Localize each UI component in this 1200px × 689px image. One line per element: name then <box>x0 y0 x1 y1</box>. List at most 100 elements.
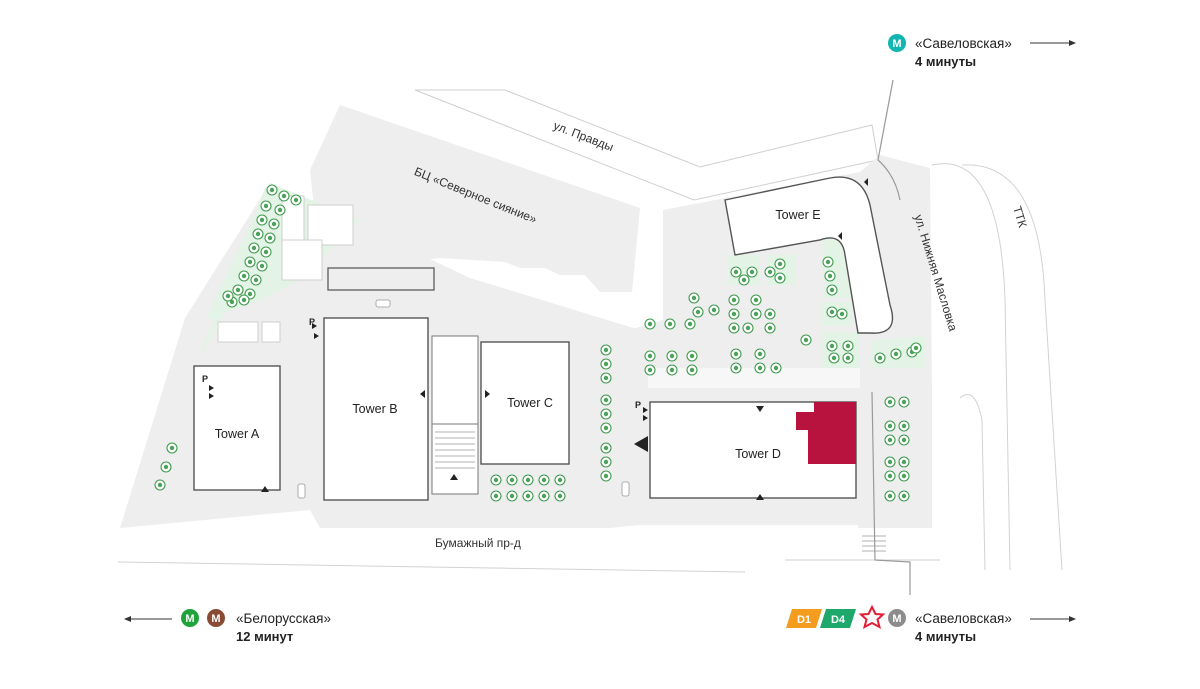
metro-station-name: «Савеловская» <box>915 611 1012 626</box>
tree-icon <box>884 470 896 482</box>
tree-icon <box>600 422 612 434</box>
tree-icon <box>884 456 896 468</box>
tree-icon <box>738 274 750 286</box>
parking-label: P <box>202 374 208 384</box>
metro-bottom-right: D1 D4 M «Савеловская» 4 минуты <box>786 604 1076 644</box>
tree-icon <box>600 372 612 384</box>
d4-badge <box>820 609 856 628</box>
building-mid-stairs <box>431 423 479 495</box>
tree-icon <box>842 340 854 352</box>
tree-icon <box>750 308 762 320</box>
car-markers <box>297 299 630 499</box>
tree-icon <box>742 322 754 334</box>
tree-icon <box>538 490 550 502</box>
tree-icon <box>824 270 836 282</box>
parking-lot-4 <box>217 321 259 343</box>
entrance-arrow-icon <box>864 178 868 186</box>
entrance-arrow-icon <box>643 407 648 413</box>
tree-icon <box>260 246 272 258</box>
tree-icon <box>826 284 838 296</box>
metro-station-name: «Савеловская» <box>915 36 1012 51</box>
tree-icon <box>774 272 786 284</box>
entrance-arrow-icon <box>420 390 425 398</box>
tree-icon <box>884 490 896 502</box>
tree-icon <box>644 350 656 362</box>
tree-icon <box>764 322 776 334</box>
d1-badge-label: D1 <box>797 614 811 626</box>
tree-icon <box>244 256 256 268</box>
building-tower-b <box>323 317 429 501</box>
building-tower-c <box>480 341 570 465</box>
street-pravdy-label: ул. Правды <box>551 118 615 154</box>
tower-e-label: Tower E <box>775 208 820 222</box>
ttk-road-left <box>931 163 1011 571</box>
tree-icon <box>600 344 612 356</box>
tree-icon <box>898 420 910 432</box>
tree-icon <box>644 318 656 330</box>
tree-icon <box>232 284 244 296</box>
tree-icon <box>264 232 276 244</box>
tree-icon <box>884 434 896 446</box>
tree-icon <box>874 352 886 364</box>
tree-icon <box>506 474 518 486</box>
tree-icon <box>754 362 766 374</box>
tower-b-label: Tower B <box>352 402 397 416</box>
entrance-markers <box>209 178 868 500</box>
path-north <box>877 79 894 161</box>
tree-icon <box>554 490 566 502</box>
metro-badge-letter: M <box>892 613 901 625</box>
tree-icon <box>910 342 922 354</box>
ttk-road-mid <box>959 394 986 571</box>
entrance-arrow-icon <box>756 494 764 500</box>
tree-icon <box>826 306 838 318</box>
entrance-arrow-icon <box>261 486 269 492</box>
tree-icon <box>666 350 678 362</box>
d1-badge <box>786 609 822 628</box>
tree-icon <box>684 318 696 330</box>
tree-icon <box>600 408 612 420</box>
tree-icon <box>266 184 278 196</box>
tree-icon <box>222 290 234 302</box>
tree-icon <box>898 470 910 482</box>
entrance-arrow-icon <box>838 232 842 240</box>
tree-icon <box>692 306 704 318</box>
entrance-arrow-icon <box>312 323 317 329</box>
tree-icon <box>746 266 758 278</box>
tree-icon <box>644 364 656 376</box>
parking-lots <box>217 195 354 343</box>
parking-lot-2 <box>307 204 354 246</box>
tree-icon <box>538 474 550 486</box>
tree-icon <box>522 490 534 502</box>
tree-icon <box>800 334 812 346</box>
entrance-arrow-icon <box>643 415 648 421</box>
tree-icon <box>688 292 700 304</box>
tower-a-label: Tower A <box>215 427 260 441</box>
building-mid-top <box>431 335 479 425</box>
metro-travel-time: 4 минуты <box>915 629 976 644</box>
tree-icon <box>884 420 896 432</box>
metro-badge-letter: M <box>185 613 194 625</box>
access-lines <box>871 79 911 595</box>
tree-icon <box>764 266 776 278</box>
metro-bottom-left: M M «Белорусская» 12 минут <box>124 609 331 644</box>
street-bumazhny-label: Бумажный пр-д <box>435 536 521 550</box>
block-north <box>414 89 879 201</box>
tree-icon <box>708 304 720 316</box>
metro-badge <box>181 609 199 627</box>
parking-signs: P P P <box>202 317 641 410</box>
tower-c-label: Tower C <box>507 396 553 410</box>
metro-top-right: M «Савеловская» 4 минуты <box>888 34 1076 69</box>
path-east <box>877 159 901 201</box>
tree-icon <box>522 474 534 486</box>
tree-icon <box>600 442 612 454</box>
arrow-left-head <box>124 616 131 622</box>
tree-icon <box>278 190 290 202</box>
tree-icon <box>600 456 612 468</box>
courtyard-plaza <box>648 368 860 388</box>
tree-icon <box>250 274 262 286</box>
tree-icon <box>256 260 268 272</box>
tree-icon <box>764 308 776 320</box>
building-tower-a <box>193 365 281 491</box>
trees <box>154 184 922 502</box>
bc-structure <box>327 267 435 291</box>
